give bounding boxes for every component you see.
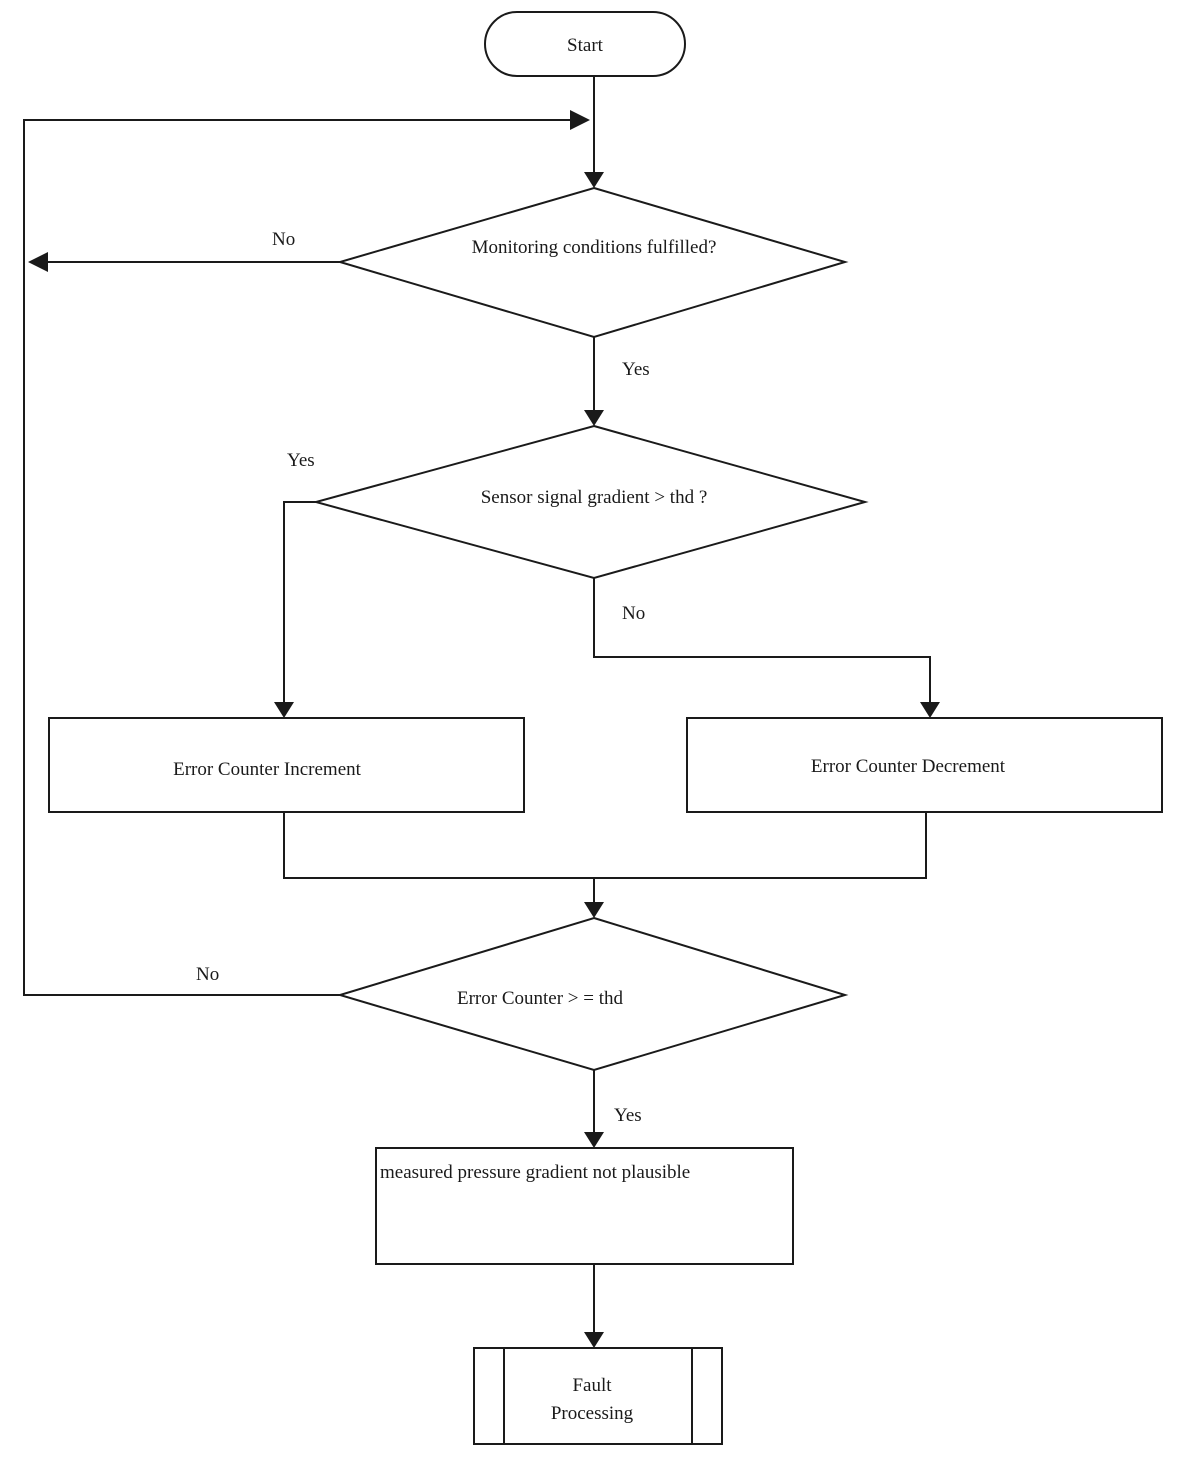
arrow-into-decrement xyxy=(920,702,940,718)
loop-back-arrow xyxy=(570,110,590,130)
process-increment xyxy=(48,717,525,813)
process-increment-label: Error Counter Increment xyxy=(173,759,362,780)
fault-processing-box xyxy=(473,1347,723,1445)
fault-processing-line2: Processing xyxy=(551,1403,634,1424)
label-gradient-no: No xyxy=(622,603,645,624)
decision-monitoring xyxy=(336,186,849,339)
connector-gradient-yes xyxy=(283,501,316,706)
process-not-plausible-label: measured pressure gradient not plausible xyxy=(380,1162,690,1183)
process-decrement-label: Error Counter Decrement xyxy=(811,756,1006,777)
arrow-monitoring-no xyxy=(28,252,48,272)
label-monitoring-no: No xyxy=(272,229,295,250)
start-label: Start xyxy=(567,35,604,56)
label-counter-yes: Yes xyxy=(614,1105,642,1126)
decision-counter-label: Error Counter > = thd xyxy=(457,988,624,1009)
arrow-into-increment xyxy=(274,702,294,718)
label-counter-no: No xyxy=(196,964,219,985)
start-terminator xyxy=(484,11,686,77)
label-gradient-yes: Yes xyxy=(287,450,315,471)
fault-processing-line1: Fault xyxy=(572,1375,612,1396)
arrow-into-fault xyxy=(584,1332,604,1348)
connector-gradient-no xyxy=(593,578,931,706)
decision-monitoring-label: Monitoring conditions fulfilled? xyxy=(472,237,717,258)
process-not-plausible xyxy=(375,1147,794,1265)
process-decrement xyxy=(686,717,1163,813)
label-monitoring-yes: Yes xyxy=(622,359,650,380)
loop-back-connector xyxy=(23,119,574,996)
arrow-into-not-plausible xyxy=(584,1132,604,1148)
connector-merge xyxy=(283,812,927,879)
decision-gradient-label: Sensor signal gradient > thd ? xyxy=(481,487,708,508)
arrow-into-gradient xyxy=(584,410,604,426)
arrow-into-counter xyxy=(584,902,604,918)
arrow-into-monitoring xyxy=(584,172,604,188)
